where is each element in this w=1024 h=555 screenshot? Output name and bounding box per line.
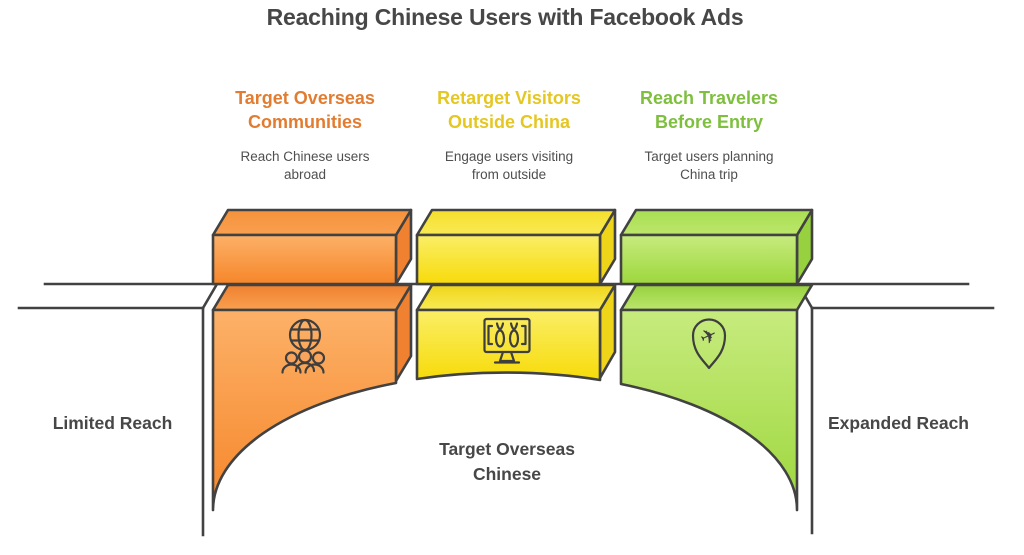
monitor-screen (483, 317, 531, 354)
monitor-fish-icon (483, 317, 531, 364)
column-subtitle-overseas-communities: Reach Chinese users abroad (240, 149, 370, 182)
column-heading-retarget-visitors: Retarget Visitors Outside China (437, 88, 581, 132)
yellow-lower-top-face (415, 283, 617, 312)
globe-users-icon (281, 318, 326, 374)
yellow-upper-front-face (415, 233, 602, 286)
expanded-reach-label: Expanded Reach (827, 413, 970, 433)
column-heading-reach-travelers: Reach Travelers Before Entry (639, 88, 779, 132)
yellow-upper-block (415, 208, 617, 286)
person-center-head (297, 349, 313, 364)
orange-lower-top-face (211, 283, 413, 312)
column-heading-overseas-communities: Target Overseas Communities (235, 88, 375, 132)
gap-corner-left (201, 282, 219, 310)
screen-bracket-left (487, 324, 494, 346)
orange-lower-front-face (211, 308, 398, 512)
orange-upper-front-face (211, 233, 398, 286)
fish-left-body (494, 329, 506, 348)
green-lower-front-face (619, 308, 799, 512)
orange-lower-block (211, 283, 413, 512)
limited-reach-label: Limited Reach (52, 413, 173, 433)
green-upper-block (619, 208, 814, 286)
orange-upper-block (211, 208, 413, 286)
monitor-stand (498, 350, 516, 363)
column-subtitle-reach-travelers: Target users planning China trip (644, 149, 774, 182)
yellow-lower-block (415, 283, 617, 382)
screen-bracket-right (520, 324, 527, 346)
person-right-shoulders (304, 363, 325, 374)
person-right-head (311, 351, 326, 365)
yellow-lower-front-face (415, 308, 602, 382)
fish-right-body (508, 329, 520, 348)
person-left-head (284, 351, 299, 365)
column-subtitle-retarget-visitors: Engage users visiting from outside (444, 149, 574, 182)
globe-parallels (290, 328, 320, 342)
bridge-upper-blocks (211, 208, 814, 286)
fish-right-tail (509, 322, 519, 331)
yellow-upper-top-face (415, 208, 617, 237)
green-lower-top-face (619, 283, 814, 312)
fish-left-tail (495, 322, 505, 331)
diagram-title: Reaching Chinese Users with Facebook Ads (266, 4, 744, 30)
green-lower-block (619, 283, 814, 512)
target-overseas-chinese-label: Target Overseas Chinese (439, 439, 575, 484)
orange-upper-top-face (211, 208, 413, 237)
green-upper-top-face (619, 208, 814, 237)
bridge-lower-blocks (211, 283, 814, 512)
green-upper-front-face (619, 233, 799, 286)
location-pin (691, 318, 727, 370)
